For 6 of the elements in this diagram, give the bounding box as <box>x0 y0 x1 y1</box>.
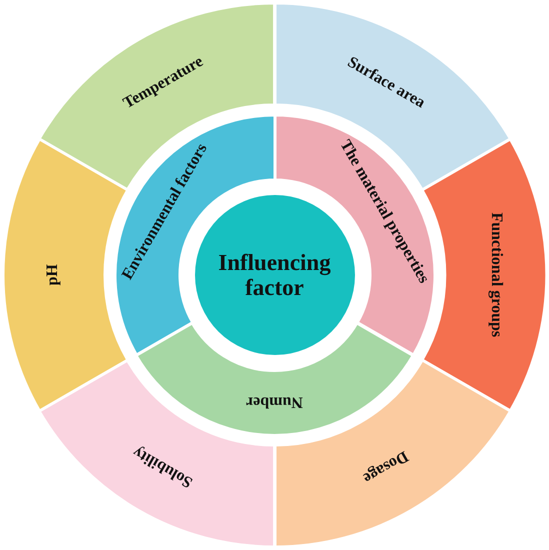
segment-label: Influencing factor <box>217 250 332 300</box>
segment-label: Number <box>246 393 303 411</box>
segment-label: Functional groups <box>488 212 506 338</box>
center-circle <box>194 195 354 355</box>
segment-label: pH <box>44 264 62 286</box>
ring-segment <box>136 322 414 435</box>
